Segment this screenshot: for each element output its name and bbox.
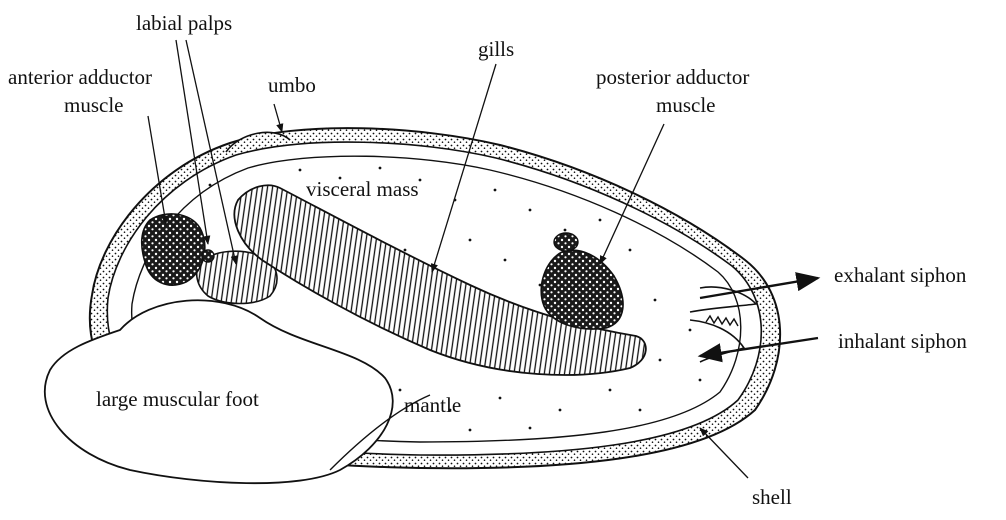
label-posterior-adductor-1: posterior adductor bbox=[596, 65, 749, 89]
anterior-small-node bbox=[202, 250, 214, 262]
label-anterior-adductor-2: muscle bbox=[64, 93, 123, 117]
anterior-adductor-muscle-shape bbox=[142, 214, 205, 285]
label-gills: gills bbox=[478, 37, 514, 61]
label-exhalant-siphon: exhalant siphon bbox=[834, 263, 967, 287]
label-anterior-adductor-1: anterior adductor bbox=[8, 65, 152, 89]
label-inhalant-siphon: inhalant siphon bbox=[838, 329, 967, 353]
label-visceral-mass: visceral mass bbox=[306, 177, 419, 201]
label-umbo: umbo bbox=[268, 73, 316, 97]
label-posterior-adductor-2: muscle bbox=[656, 93, 715, 117]
posterior-small-node bbox=[554, 233, 578, 251]
label-labial-palps: labial palps bbox=[136, 11, 232, 35]
label-mantle: mantle bbox=[404, 393, 461, 417]
label-large-muscular-foot: large muscular foot bbox=[96, 387, 259, 411]
label-shell: shell bbox=[752, 485, 792, 509]
